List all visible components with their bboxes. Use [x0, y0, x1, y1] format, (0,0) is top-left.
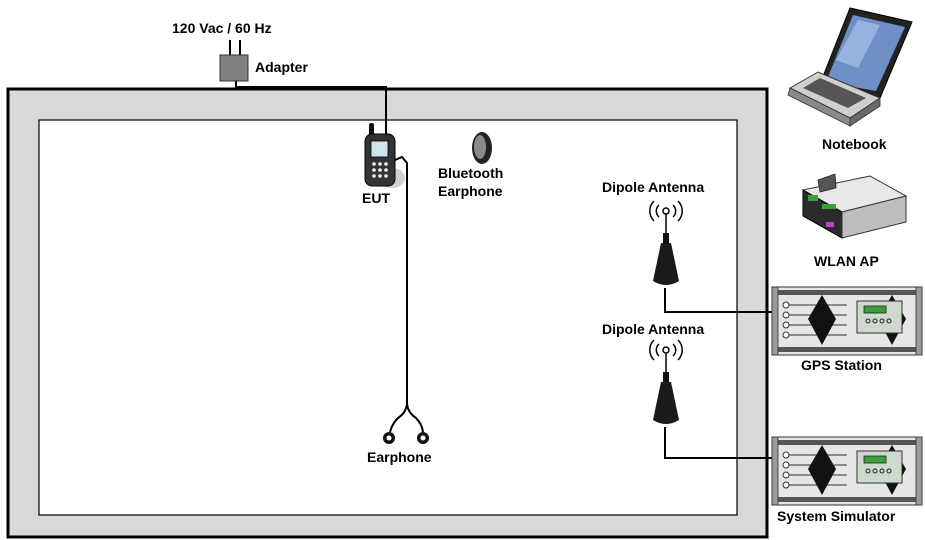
bluetooth-label-line1: Bluetooth — [438, 165, 503, 181]
wlan-ap-label: WLAN AP — [814, 253, 879, 269]
notebook-label: Notebook — [822, 136, 887, 152]
bluetooth-label-line2: Earphone — [438, 183, 503, 199]
dipole-antenna-top-label: Dipole Antenna — [602, 179, 704, 195]
wireless-access-point-icon — [801, 173, 908, 239]
rack-equipment-icon — [771, 286, 923, 356]
eut-label: EUT — [362, 190, 390, 206]
power-adapter-icon — [219, 40, 249, 82]
adapter-label: Adapter — [255, 59, 308, 75]
simulator-antenna-cable — [664, 427, 780, 459]
gps-antenna-cable — [664, 288, 780, 313]
power-label: 120 Vac / 60 Hz — [172, 20, 272, 36]
mobile-phone-icon — [364, 123, 405, 188]
wired-earphone-icon — [383, 432, 429, 444]
bluetooth-earphone-icon — [472, 132, 492, 164]
dipole-antenna-bottom-label: Dipole Antenna — [602, 321, 704, 337]
gps-station-label: GPS Station — [801, 357, 882, 373]
earphone-label: Earphone — [367, 449, 432, 465]
laptop-icon — [787, 7, 913, 127]
earphone-cable — [389, 155, 424, 433]
rack-equipment-icon — [771, 436, 923, 506]
system-simulator-label: System Simulator — [777, 508, 896, 524]
power-cable — [235, 81, 387, 138]
